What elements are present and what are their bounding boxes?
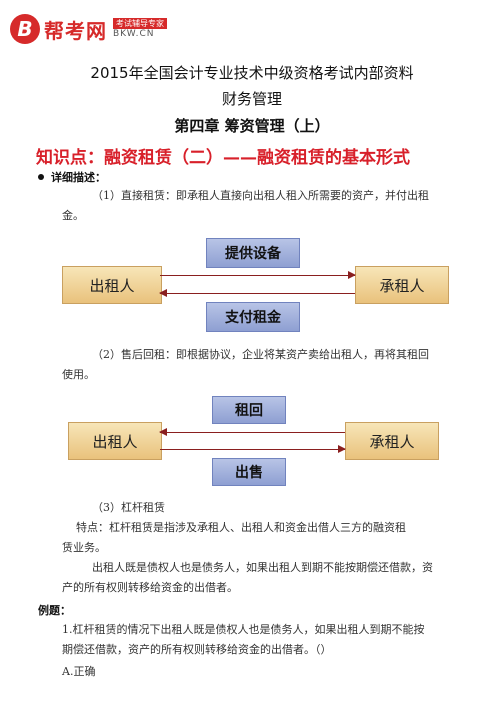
logo-url: BKW.CN	[113, 29, 155, 39]
knowledge-point-heading: 知识点：融资租赁（二）——融资租赁的基本形式	[36, 148, 410, 168]
diagram2-lessor-box: 出租人	[68, 422, 162, 460]
item3-note-line2: 产的所有权则转移给资金的出借者。	[62, 581, 238, 594]
chapter-title: 第四章 筹资管理（上）	[174, 117, 330, 135]
detail-label: 详细描述：	[38, 169, 106, 185]
subject-title: 财务管理	[221, 90, 282, 108]
diagram2-top-label: 租回	[212, 396, 286, 424]
diagram2-arrow-left	[159, 428, 345, 436]
diagram1-arrow-right	[160, 271, 356, 279]
logo-sub: 考试辅导专家 BKW.CN	[113, 18, 167, 40]
diagram1-lessor-box: 出租人	[62, 266, 162, 304]
item3-feature-line2: 赁业务。	[62, 541, 106, 554]
brand-logo: B 帮考网 考试辅导专家 BKW.CN	[10, 12, 167, 46]
item1-line1: （1）直接租赁：即承租人直接向出租人租入所需要的资产，并付出租	[92, 189, 429, 202]
document-title: 2015年全国会计专业技术中级资格考试内部资料	[90, 64, 414, 82]
item2-line2: 使用。	[62, 368, 95, 381]
diagram2-lessee-box: 承租人	[345, 422, 439, 460]
diagram2-bottom-label: 出售	[212, 458, 286, 486]
item3-title: （3）杠杆租赁	[92, 501, 165, 514]
diagram1-lessee-box: 承租人	[355, 266, 449, 304]
diagram1-arrow-left	[159, 289, 355, 297]
logo-mark: B	[10, 14, 40, 44]
item3-feature-line1: 特点：杠杆租赁是指涉及承租人、出租人和资金出借人三方的融资租	[76, 521, 406, 534]
question-line2: 期偿还借款，资产的所有权则转移给资金的出借者。（）	[62, 643, 332, 656]
logo-name: 帮考网	[44, 18, 107, 43]
bullet-icon	[38, 174, 44, 180]
option-a: A.正确	[62, 665, 96, 678]
diagram2-arrow-right	[160, 445, 346, 453]
item1-line2: 金。	[62, 209, 84, 222]
example-label: 例题：	[38, 604, 71, 617]
detail-label-text: 详细描述：	[51, 171, 106, 184]
diagram1-top-label: 提供设备	[206, 238, 300, 268]
diagram1-bottom-label: 支付租金	[206, 302, 300, 332]
item2-line1: （2）售后回租：即根据协议，企业将某资产卖给出租人，再将其租回	[92, 348, 429, 361]
question-line1: 1.杠杆租赁的情况下出租人既是债权人也是债务人，如果出租人到期不能按	[62, 623, 425, 636]
logo-tagline: 考试辅导专家	[113, 18, 167, 29]
item3-note-line1: 出租人既是债权人也是债务人，如果出租人到期不能按期偿还借款，资	[92, 561, 433, 574]
